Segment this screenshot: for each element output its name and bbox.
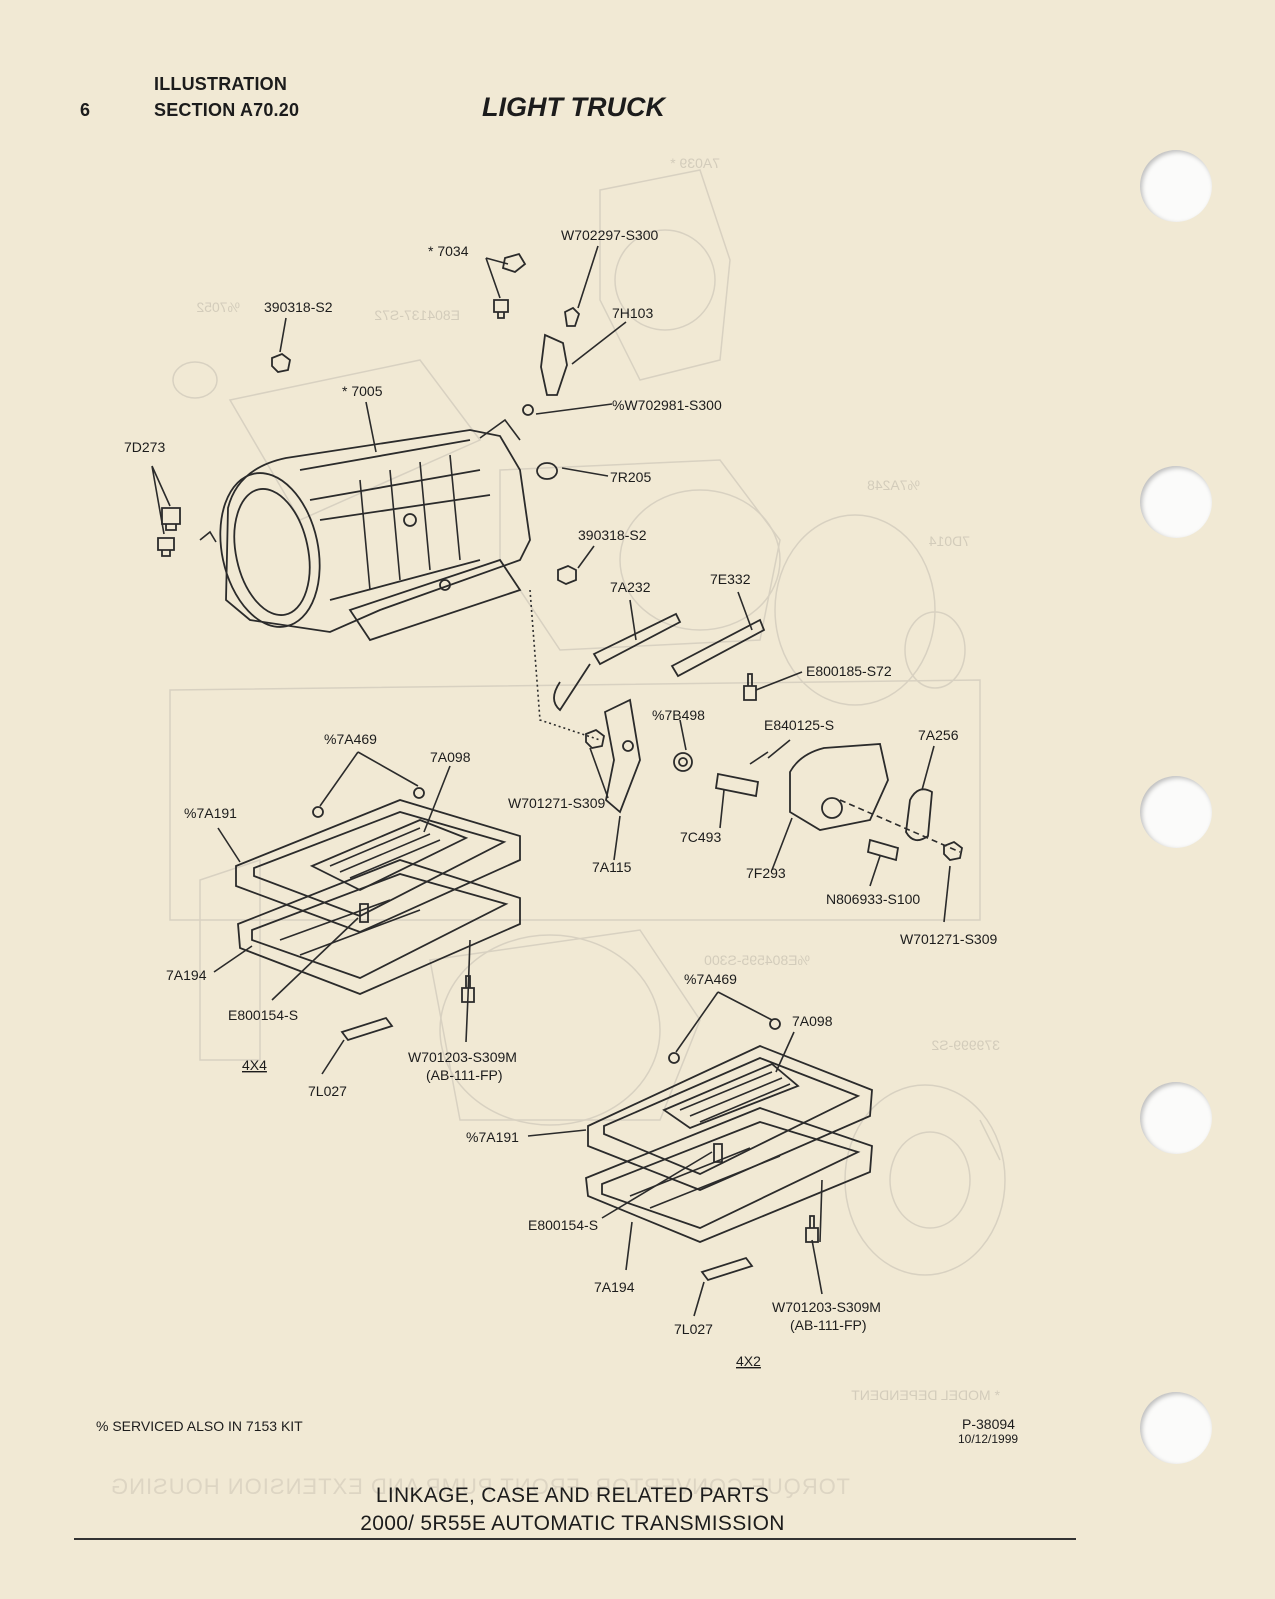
- illustration-label: ILLUSTRATION: [154, 74, 288, 94]
- callout-w701203-4x2: W701203-S309M: [772, 1299, 881, 1315]
- callout-7a469-4x4: %7A469: [324, 731, 377, 747]
- callout-w702297: W702297-S300: [561, 227, 659, 243]
- callout-7a191-4x4: %7A191: [184, 805, 237, 821]
- variant-label-4x4: 4X4: [242, 1057, 267, 1073]
- section-label: SECTION A70.20: [154, 100, 300, 120]
- callout-7f293: 7F293: [746, 865, 786, 881]
- svg-text:379999-S2: 379999-S2: [931, 1037, 1000, 1053]
- svg-text:E804137-S72: E804137-S72: [374, 307, 460, 323]
- binder-hole: [1140, 466, 1212, 538]
- callout-390318-mid: 390318-S2: [578, 527, 647, 543]
- callout-e840125: E840125-S: [764, 717, 834, 733]
- callout-7r205: 7R205: [610, 469, 651, 485]
- callout-w701271-left: W701271-S309: [508, 795, 606, 811]
- svg-text:%7A248: %7A248: [867, 477, 920, 493]
- callout-n806933: N806933-S100: [826, 891, 920, 907]
- plug-fittings: [157, 507, 217, 557]
- service-note: % SERVICED ALSO IN 7153 KIT: [96, 1418, 303, 1434]
- callout-e800154-4x2: E800154-S: [528, 1217, 598, 1233]
- vent-fittings: [493, 252, 527, 319]
- variant-label-4x2: 4X2: [736, 1353, 761, 1369]
- callout-w701271-right: W701271-S309: [900, 931, 998, 947]
- callout-7l027-4x4: 7L027: [308, 1083, 347, 1099]
- callout-e800185: E800185-S72: [806, 663, 892, 679]
- callout-7a232: 7A232: [610, 579, 651, 595]
- svg-text:%7052: %7052: [196, 299, 240, 315]
- oil-pan-4x2: [585, 1018, 873, 1282]
- callout-ab111-4x2: (AB-111-FP): [790, 1317, 867, 1333]
- svg-text:* MODEL DEPENDENT: * MODEL DEPENDENT: [851, 1387, 1000, 1403]
- callout-7a469-4x2: %7A469: [684, 971, 737, 987]
- binder-hole: [1140, 150, 1212, 222]
- callout-390318-top: 390318-S2: [264, 299, 333, 315]
- manual-shaft-linkage: [529, 589, 769, 814]
- svg-text:7D014: 7D014: [929, 533, 970, 549]
- bolts: [271, 352, 577, 585]
- callout-7034: * 7034: [428, 243, 469, 259]
- callout-7a194-4x2: 7A194: [594, 1279, 635, 1295]
- callout-e800154-4x4: E800154-S: [228, 1007, 298, 1023]
- svg-text:%E804595-S300: %E804595-S300: [704, 952, 810, 968]
- page-number: 6: [80, 100, 91, 120]
- part-number: P-38094: [962, 1416, 1015, 1432]
- callout-7a115: 7A115: [592, 859, 632, 875]
- speed-sensor: [522, 306, 581, 480]
- oil-pan-4x4: [235, 787, 521, 1042]
- svg-text:7A039 *: 7A039 *: [670, 155, 720, 171]
- callout-labels: * 7034 W702297-S300 7H103 390318-S2 * 70…: [124, 227, 998, 1369]
- callout-7005: * 7005: [342, 383, 383, 399]
- page-title: LIGHT TRUCK: [482, 92, 665, 122]
- callout-7l027-4x2: 7L027: [674, 1321, 713, 1337]
- range-sensor-assembly: [789, 743, 963, 862]
- callout-7a256: 7A256: [918, 727, 959, 743]
- callout-7a098-4x4: 7A098: [430, 749, 471, 765]
- callout-w701203-4x4: W701203-S309M: [408, 1049, 517, 1065]
- callout-w702981: %W702981-S300: [612, 397, 722, 413]
- callout-7d273: 7D273: [124, 439, 165, 455]
- issue-date: 10/12/1999: [958, 1432, 1019, 1446]
- binder-hole: [1140, 1082, 1212, 1154]
- callout-7a194-4x4: 7A194: [166, 967, 207, 983]
- transmission-case: [219, 418, 531, 642]
- callout-ab111-4x4: (AB-111-FP): [426, 1067, 503, 1083]
- caption-line-2: 2000/ 5R55E AUTOMATIC TRANSMISSION: [360, 1512, 785, 1535]
- footer-rule: [74, 1538, 1076, 1540]
- bleed-through-drawing: 7A039 * %7052 E804137-S72 %7A248 7D014 %…: [169, 155, 1006, 1403]
- callout-7e332: 7E332: [710, 571, 751, 587]
- caption-line-1: LINKAGE, CASE AND RELATED PARTS: [375, 1484, 770, 1507]
- callout-7h103: 7H103: [612, 305, 653, 321]
- callout-7a191-4x2: %7A191: [466, 1129, 519, 1145]
- callout-7c493: 7C493: [680, 829, 721, 845]
- binder-hole: [1140, 1392, 1212, 1464]
- callout-7b498: %7B498: [652, 707, 705, 723]
- leader-lines: [151, 245, 951, 1317]
- binder-hole: [1140, 776, 1212, 848]
- callout-7a098-4x2: 7A098: [792, 1013, 833, 1029]
